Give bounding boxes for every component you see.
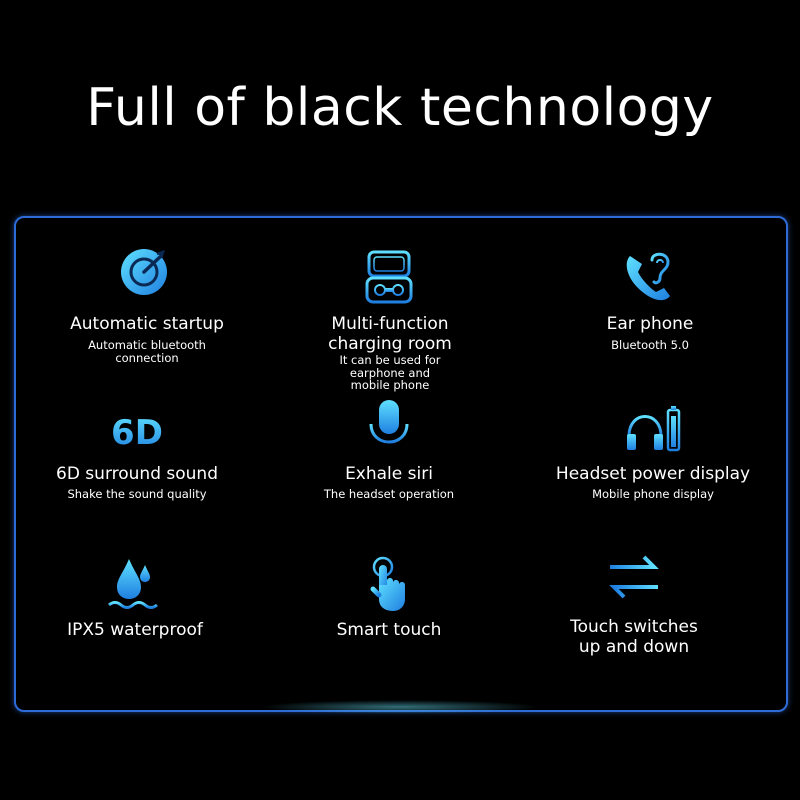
feature-charging-room: Multi-function charging room It can be u… xyxy=(280,248,500,398)
feature-6d-sound: 6D 6D surround sound Shake the sound qua… xyxy=(27,398,247,508)
feature-subtitle: Shake the sound quality xyxy=(67,487,207,501)
feature-subtitle: Automatic bluetooth connection xyxy=(88,338,206,365)
feature-title: Ear phone xyxy=(606,314,694,334)
feature-title: Touch switches up and down xyxy=(570,617,698,657)
charging-case-icon xyxy=(360,248,420,308)
feature-title: Smart touch xyxy=(336,620,442,640)
six-d-icon-text: 6D xyxy=(111,413,163,453)
page-title: Full of black technology xyxy=(86,78,714,138)
feature-touch-switch: Touch switches up and down xyxy=(524,551,744,661)
microphone-icon xyxy=(359,398,419,458)
feature-title: Exhale siri xyxy=(345,464,433,484)
headset-battery-icon xyxy=(623,402,683,462)
touch-hand-icon xyxy=(359,555,419,615)
target-check-icon xyxy=(117,248,177,308)
feature-title: 6D surround sound xyxy=(56,464,218,484)
feature-smart-touch: Smart touch xyxy=(279,555,499,655)
water-drop-icon xyxy=(105,555,165,615)
panel-glow xyxy=(260,700,540,714)
switch-arrows-icon xyxy=(604,551,664,611)
feature-automatic-startup: Automatic startup Automatic bluetooth co… xyxy=(37,248,257,398)
feature-title: Automatic startup xyxy=(70,314,224,334)
feature-title: Multi-function charging room xyxy=(328,314,452,354)
feature-subtitle: Bluetooth 5.0 xyxy=(611,338,689,352)
feature-headset-power: Headset power display Mobile phone displ… xyxy=(543,398,763,508)
feature-title: Headset power display xyxy=(555,464,751,484)
feature-ear-phone: Ear phone Bluetooth 5.0 xyxy=(540,248,760,398)
feature-subtitle: Mobile phone display xyxy=(592,487,714,501)
feature-title: IPX5 waterproof xyxy=(67,620,203,640)
feature-subtitle: The headset operation xyxy=(323,487,455,501)
six-d-icon: 6D xyxy=(107,400,167,460)
feature-waterproof: IPX5 waterproof xyxy=(25,555,245,655)
feature-subtitle: It can be used for earphone and mobile p… xyxy=(339,353,441,392)
phone-ear-icon xyxy=(620,248,680,308)
feature-exhale-siri: Exhale siri The headset operation xyxy=(279,398,499,508)
